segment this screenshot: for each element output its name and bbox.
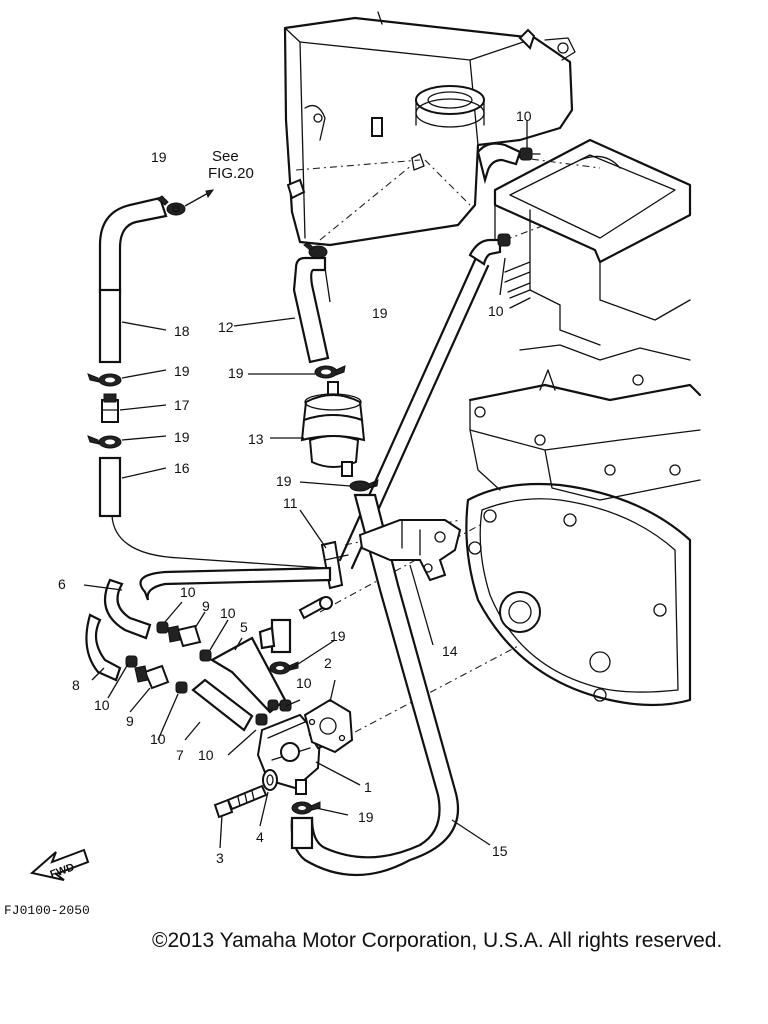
diagram-code: FJ0100-2050 bbox=[4, 903, 90, 918]
callout-3: 3 bbox=[216, 850, 224, 866]
clamp-19-cock bbox=[269, 661, 299, 675]
callout-labels: 19 10 10 18 12 19 19 19 17 19 13 16 19 1… bbox=[58, 108, 532, 866]
clamp-19-b bbox=[87, 435, 122, 449]
callout-leaders bbox=[83, 120, 528, 849]
clamp-10-mid bbox=[497, 233, 511, 247]
callout-14: 14 bbox=[442, 643, 458, 659]
return-hose-assembly bbox=[87, 189, 326, 569]
fitting-9-lower bbox=[134, 664, 170, 690]
callout-7: 7 bbox=[176, 747, 184, 763]
callout-16: 16 bbox=[174, 460, 190, 476]
clamp-10-f bbox=[279, 699, 292, 712]
callout-19: 19 bbox=[372, 305, 388, 321]
callout-13: 13 bbox=[248, 431, 264, 447]
callout-19: 19 bbox=[330, 628, 346, 644]
hose-7 bbox=[191, 678, 254, 732]
callout-8: 8 bbox=[72, 677, 80, 693]
copyright-notice: ©2013 Yamaha Motor Corporation, U.S.A. A… bbox=[152, 929, 723, 952]
clamp-10-c bbox=[125, 655, 138, 668]
clamp-10-b bbox=[199, 649, 212, 662]
callout-18: 18 bbox=[174, 323, 190, 339]
clamp-10-top bbox=[519, 147, 541, 161]
callout-10: 10 bbox=[516, 108, 532, 124]
fitting-9-upper bbox=[167, 624, 202, 648]
bolt-3 bbox=[213, 784, 268, 819]
bolt-clip bbox=[298, 596, 333, 620]
callout-10: 10 bbox=[180, 584, 196, 600]
oil-tank bbox=[283, 11, 576, 247]
callout-11: 11 bbox=[283, 495, 298, 511]
hose-joint bbox=[258, 618, 292, 654]
long-hoses bbox=[290, 142, 541, 876]
see-fig-line2: FIG.20 bbox=[208, 165, 254, 182]
callout-15: 15 bbox=[492, 843, 508, 859]
washer-4 bbox=[262, 769, 278, 791]
callout-10: 10 bbox=[198, 747, 214, 763]
clamp-19-a bbox=[87, 373, 122, 387]
callout-6: 6 bbox=[58, 576, 66, 592]
callout-1: 1 bbox=[364, 779, 372, 795]
hose-16 bbox=[98, 456, 122, 518]
callout-10: 10 bbox=[488, 303, 504, 319]
lower-hoses bbox=[85, 566, 332, 732]
fwd-arrow: FWD bbox=[29, 848, 90, 881]
bracket-14 bbox=[358, 519, 462, 582]
filter-assembly bbox=[292, 242, 379, 492]
callout-9: 9 bbox=[202, 598, 210, 614]
clamp-10-e bbox=[255, 713, 268, 726]
callout-19: 19 bbox=[174, 363, 190, 379]
engine-block bbox=[465, 138, 702, 707]
callout-4: 4 bbox=[256, 829, 264, 845]
callout-10: 10 bbox=[220, 605, 236, 621]
joint-17 bbox=[101, 393, 119, 423]
callout-12: 12 bbox=[218, 319, 234, 335]
hose-18 bbox=[98, 288, 122, 364]
callout-10: 10 bbox=[94, 697, 110, 713]
callout-17: 17 bbox=[174, 397, 190, 413]
see-fig-line1: See bbox=[212, 148, 239, 165]
callout-19: 19 bbox=[151, 149, 167, 165]
callout-19: 19 bbox=[276, 473, 292, 489]
callout-10: 10 bbox=[296, 675, 312, 691]
callout-9: 9 bbox=[126, 713, 134, 729]
callout-19: 19 bbox=[358, 809, 374, 825]
clamp-10-d bbox=[175, 681, 188, 694]
clamp-19-top bbox=[156, 195, 186, 216]
clamp-10-a bbox=[156, 621, 169, 634]
clamp-19-bottom bbox=[291, 801, 321, 815]
clamp-19-filter-top bbox=[314, 365, 346, 379]
callout-19: 19 bbox=[228, 365, 244, 381]
callout-10: 10 bbox=[150, 731, 166, 747]
callout-5: 5 bbox=[240, 619, 248, 635]
callout-19: 19 bbox=[174, 429, 190, 445]
fuel-filter-13 bbox=[300, 381, 366, 477]
callout-2: 2 bbox=[324, 655, 332, 671]
